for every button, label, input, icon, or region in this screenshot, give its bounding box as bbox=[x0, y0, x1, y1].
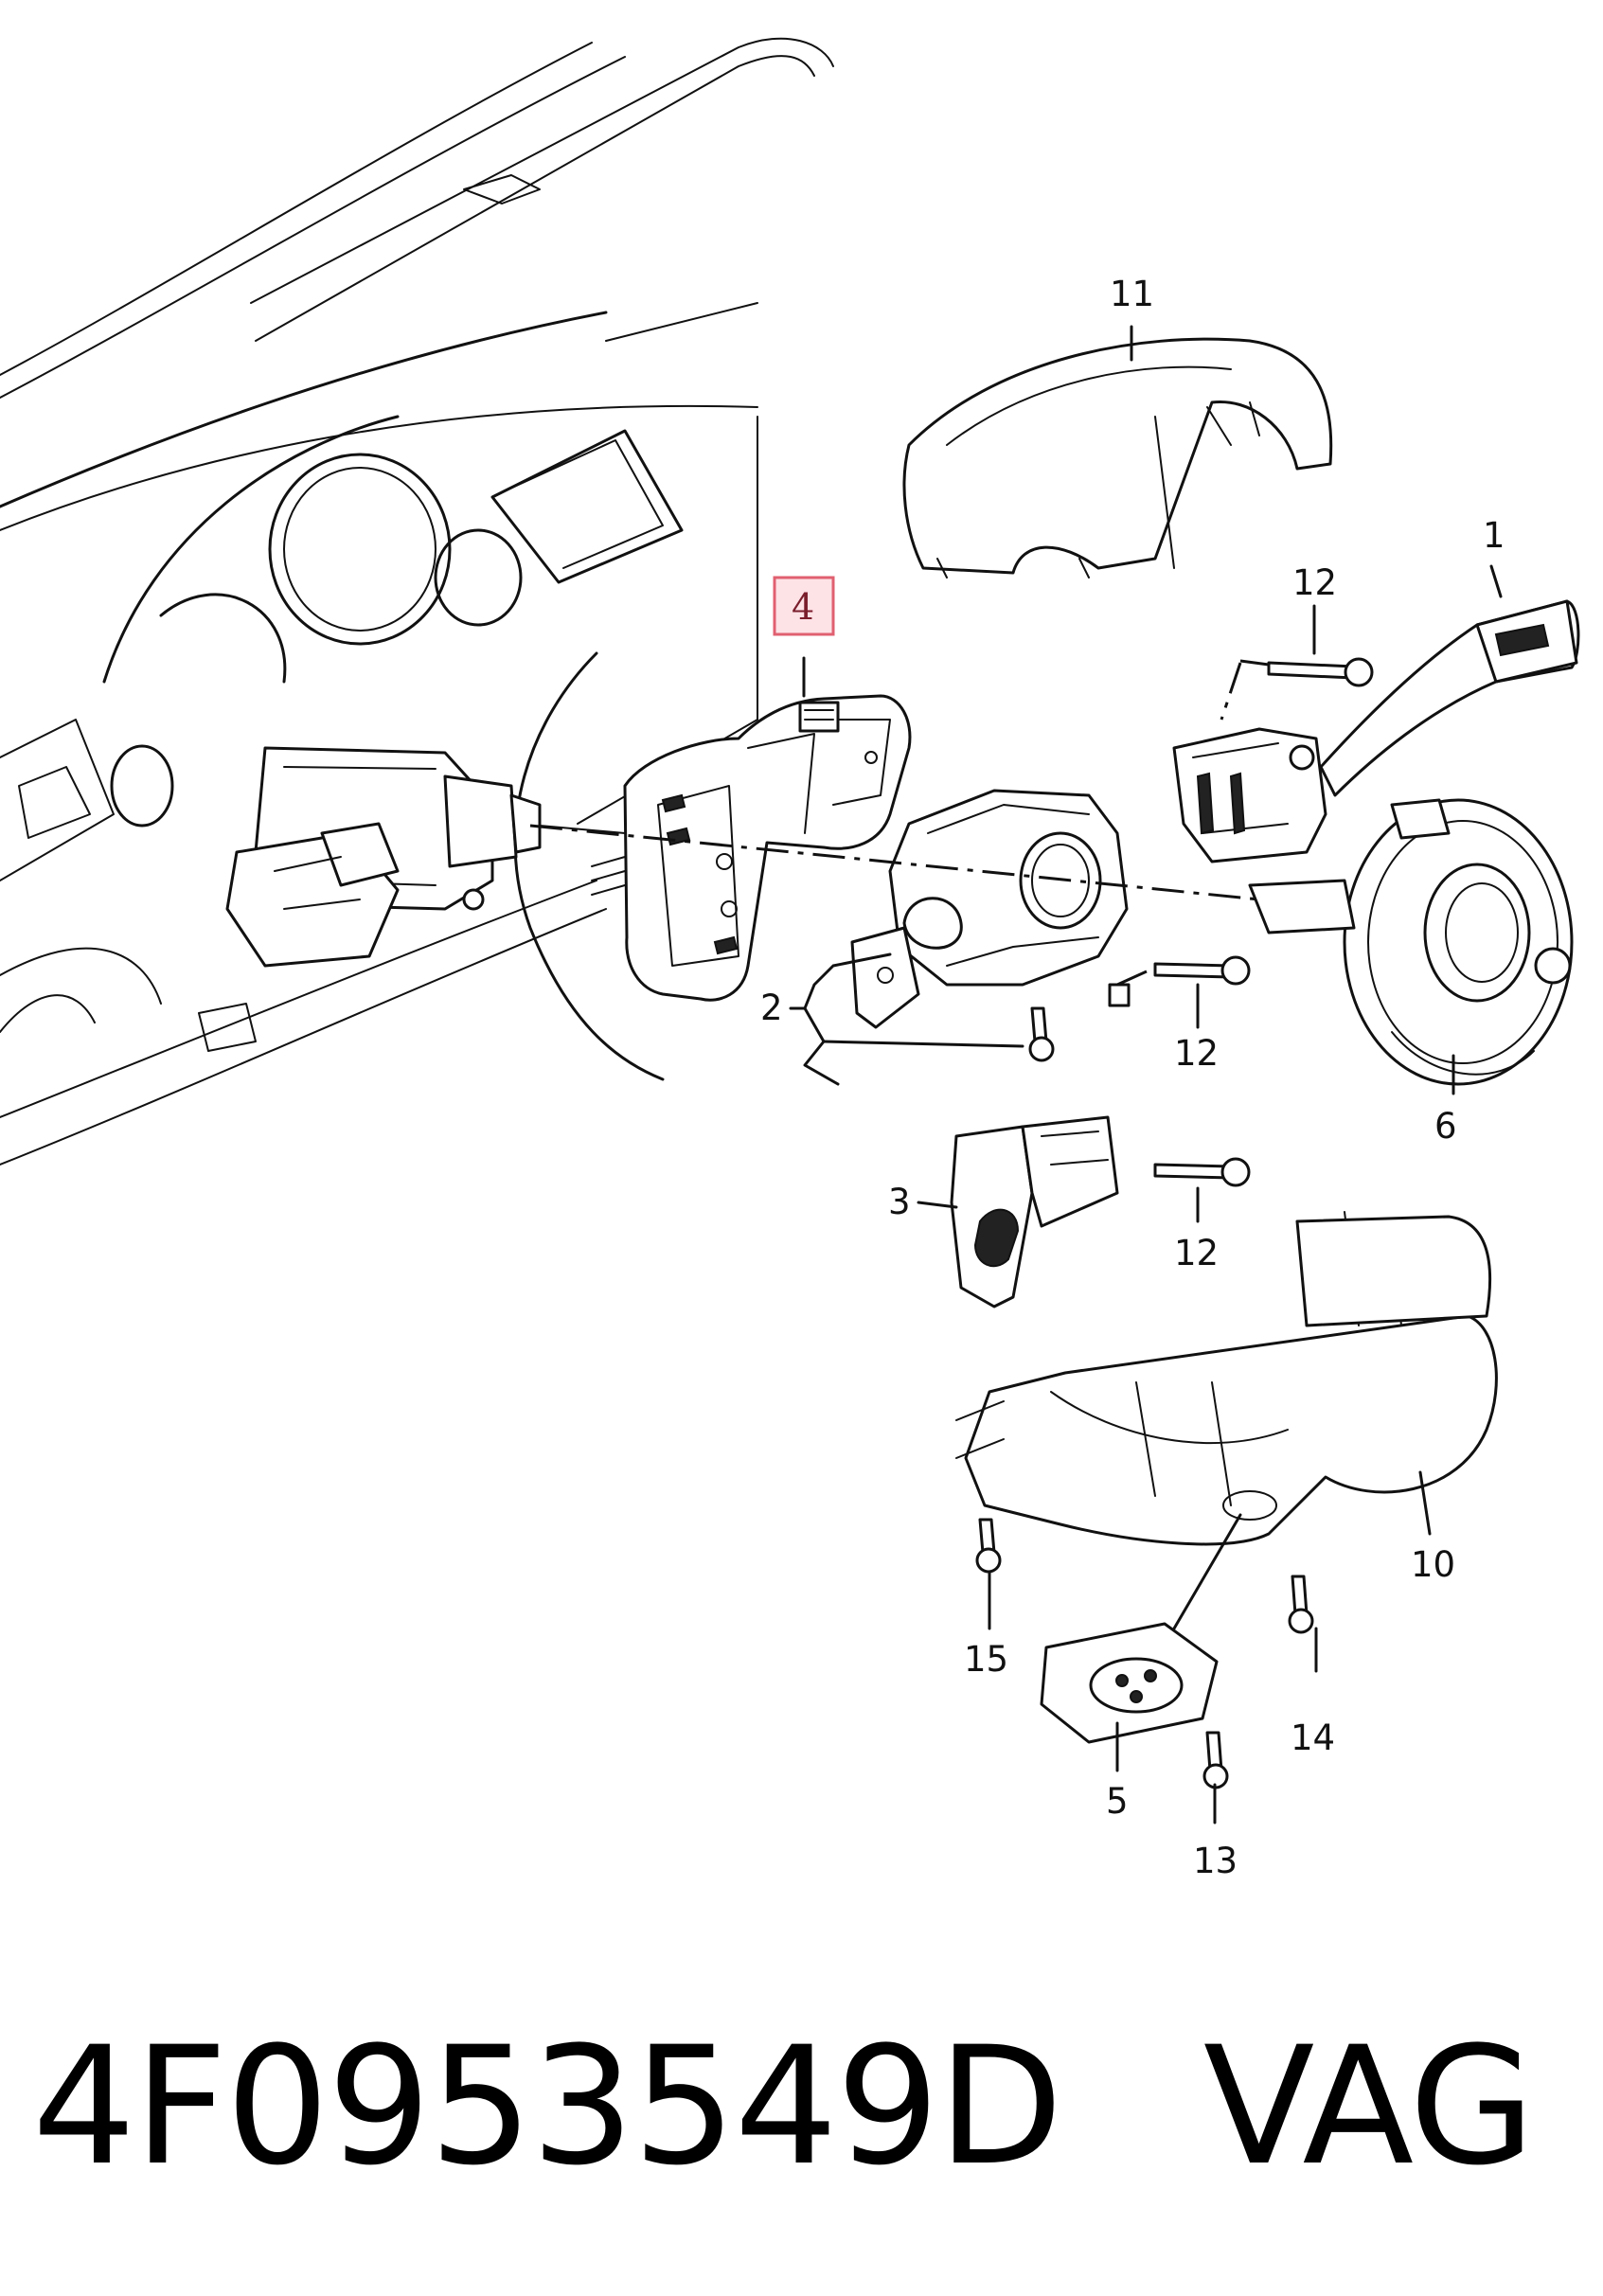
dashboard-outline bbox=[0, 37, 834, 1166]
callout-12-middle: 12 bbox=[1174, 1033, 1219, 1074]
part-number: 4F0953549D bbox=[32, 2011, 1063, 2201]
leader-lines bbox=[789, 325, 1503, 1824]
callout-15: 15 bbox=[964, 1639, 1008, 1680]
callout-labels: 11 4 1 12 2 12 6 3 12 10 15 14 5 13 bbox=[760, 274, 1505, 1881]
callout-3: 3 bbox=[888, 1182, 911, 1222]
steering-column bbox=[225, 746, 626, 968]
part-4-switch-carrier bbox=[591, 694, 912, 1002]
callout-4-highlight-box bbox=[773, 576, 835, 636]
callout-2: 2 bbox=[760, 988, 783, 1028]
part-6-clock-spring bbox=[1248, 798, 1574, 1086]
callout-6: 6 bbox=[1434, 1106, 1457, 1147]
callout-13: 13 bbox=[1193, 1841, 1238, 1881]
callout-11: 11 bbox=[1110, 274, 1154, 314]
part-10-lower-trim bbox=[955, 1211, 1498, 1546]
part-11-upper-trim bbox=[902, 337, 1333, 578]
callout-5: 5 bbox=[1106, 1781, 1129, 1822]
callout-4: 4 bbox=[792, 586, 814, 628]
brand-name: VAG bbox=[1202, 2011, 1536, 2201]
part-1-stalk bbox=[1172, 599, 1580, 863]
callout-12-top: 12 bbox=[1292, 562, 1337, 603]
part-2-lock-housing bbox=[850, 789, 1131, 1029]
callout-1: 1 bbox=[1483, 515, 1505, 556]
callout-12-bottom: 12 bbox=[1174, 1233, 1219, 1273]
part-3-lock-module bbox=[950, 1115, 1119, 1308]
callout-14: 14 bbox=[1291, 1718, 1335, 1758]
assembly-axis bbox=[529, 659, 1270, 987]
callout-10: 10 bbox=[1411, 1544, 1455, 1585]
part-5-module bbox=[1040, 1622, 1219, 1744]
